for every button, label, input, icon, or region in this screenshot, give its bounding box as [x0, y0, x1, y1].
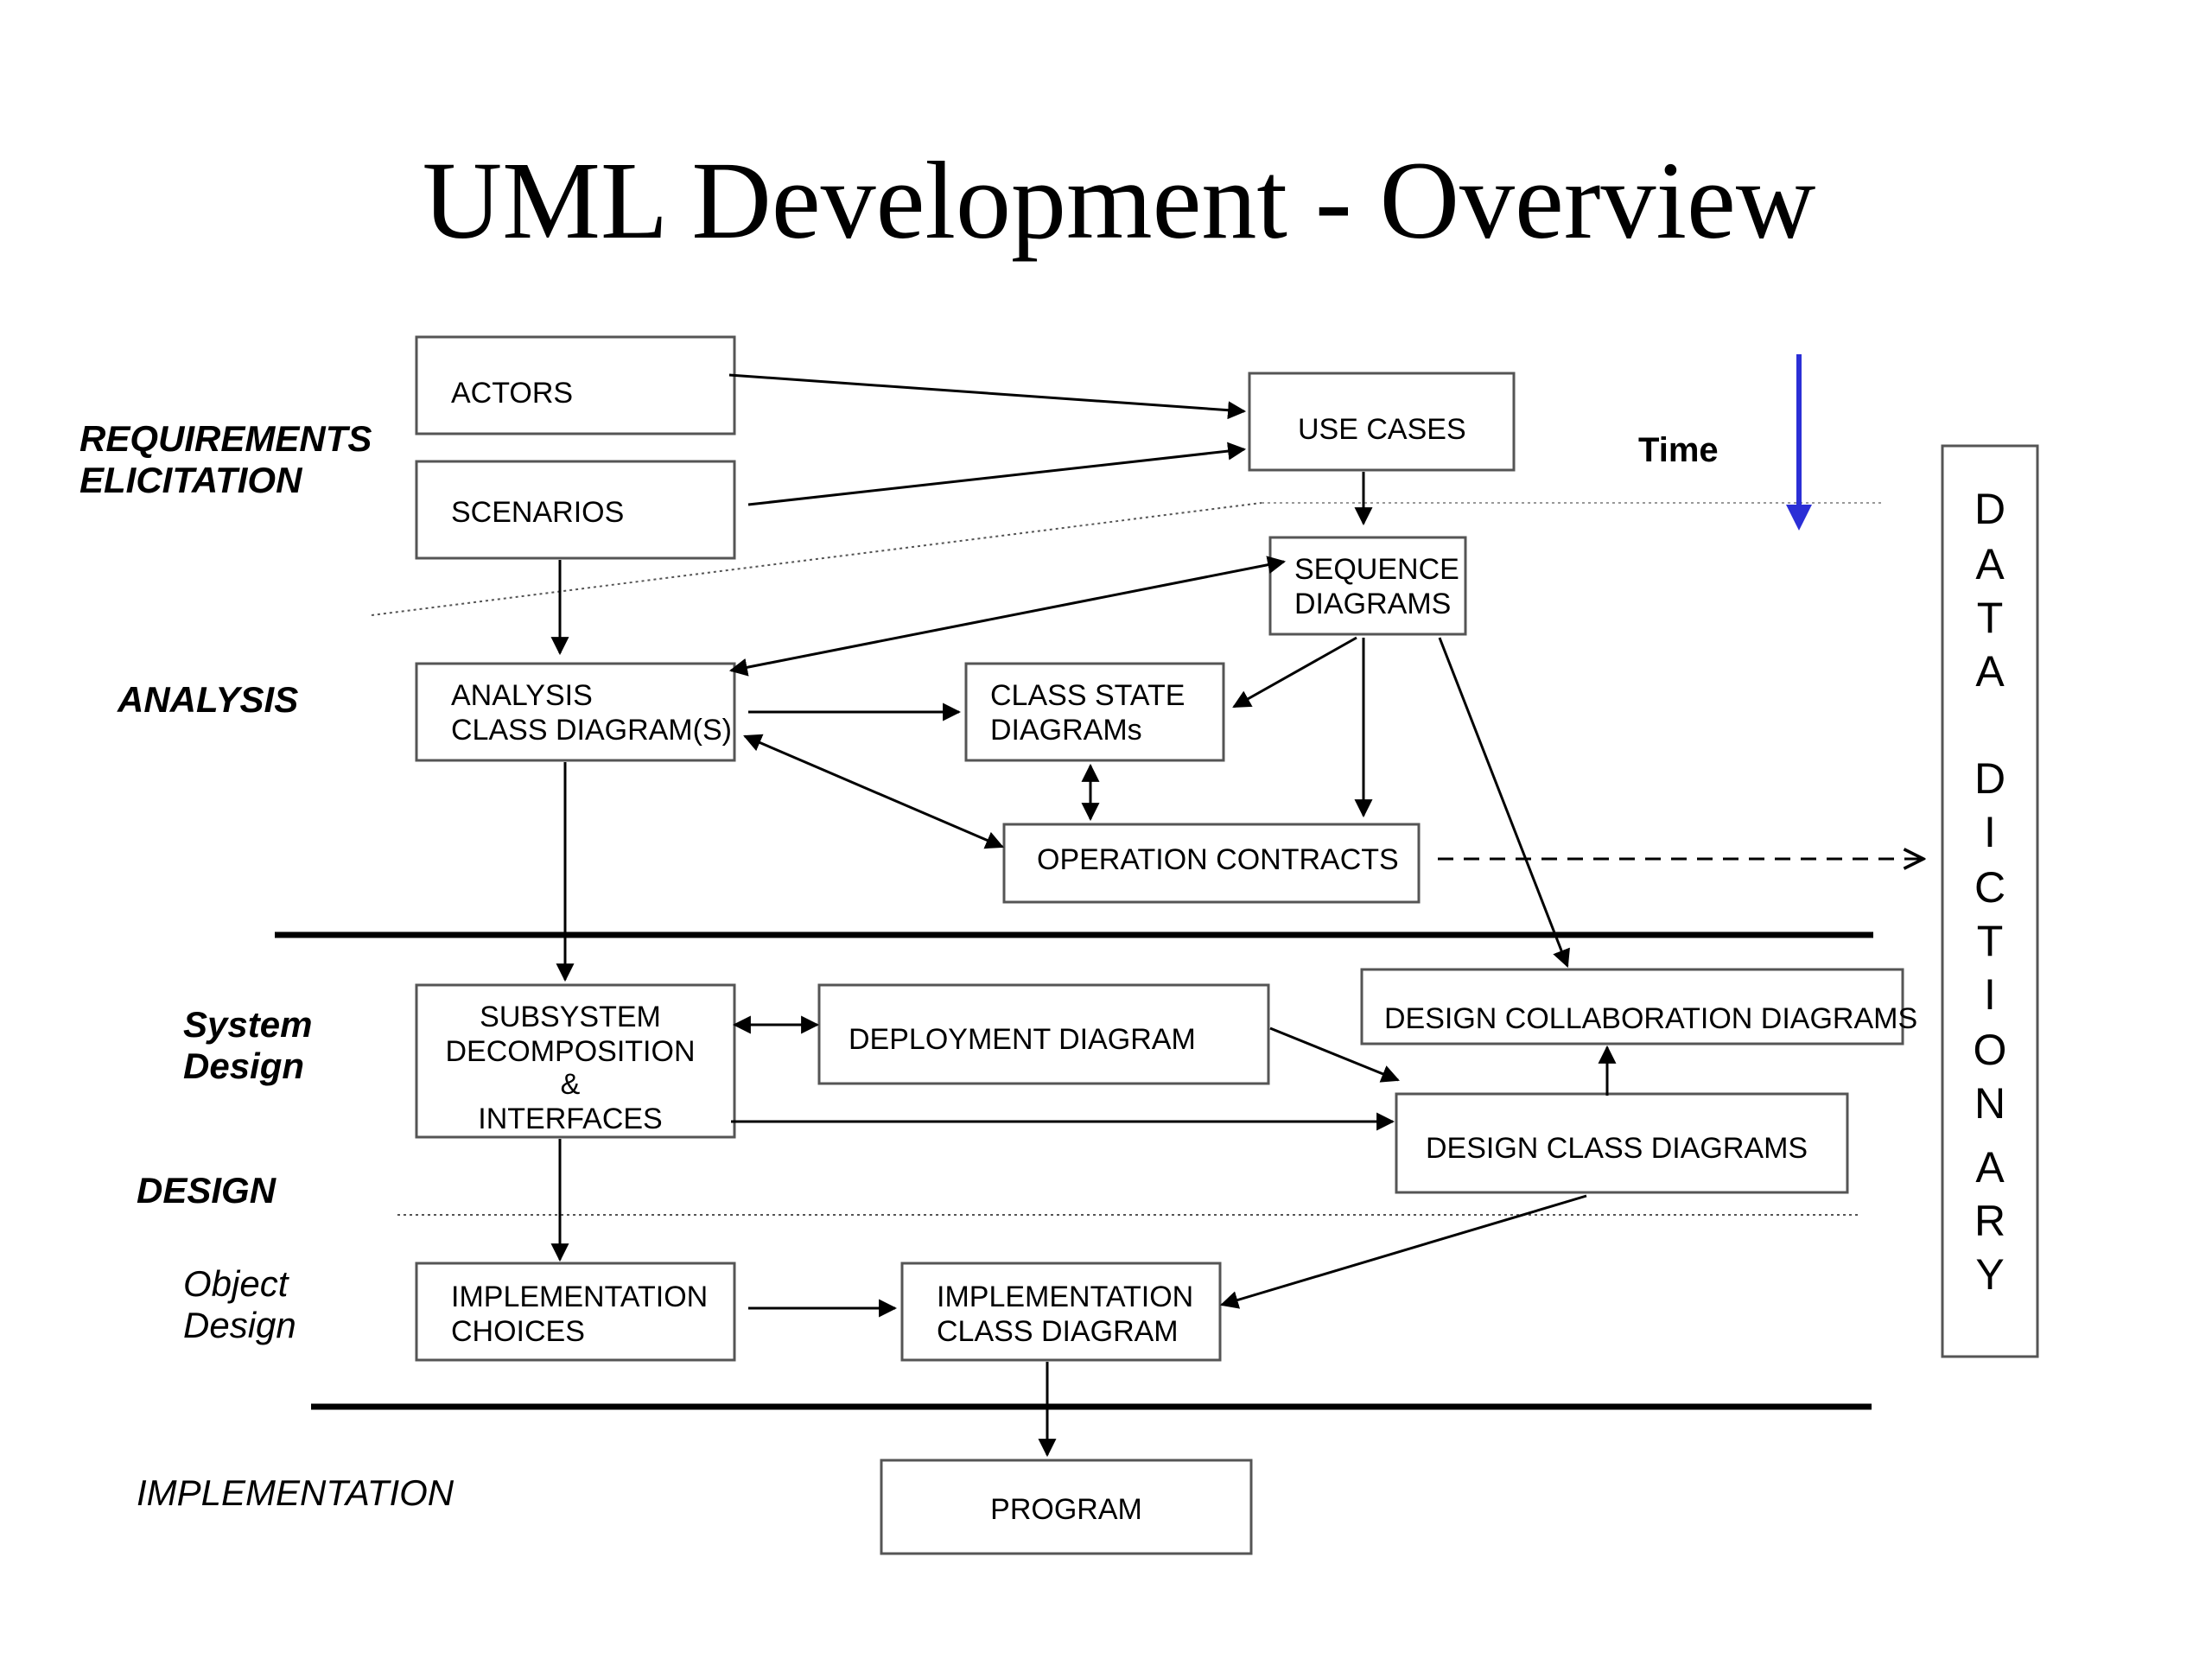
data-dictionary-letter: A [1975, 540, 2005, 588]
data-dictionary-letter: Y [1975, 1250, 2004, 1299]
program-label: PROGRAM [990, 1493, 1142, 1526]
design-class-to-implementation-class-arrow [1219, 1194, 1587, 1309]
actors-to-use-cases-arrow [728, 373, 1247, 420]
implementation-choices-box: IMPLEMENTATION CHOICES [415, 1262, 736, 1362]
use-cases-box: USE CASES [1248, 372, 1516, 472]
deployment-diagram-label: DEPLOYMENT DIAGRAM [849, 1023, 1196, 1056]
sequence-diagrams-label-2: DIAGRAMS [1294, 588, 1451, 620]
phase-label-requirements: REQUIREMENTS [79, 418, 372, 460]
data-dictionary-letter: T [1977, 917, 2004, 965]
design-collaboration-diagrams-box: DESIGN COLLABORATION DIAGRAMS [1360, 968, 1917, 1046]
data-dictionary-letter: D [1974, 485, 2005, 533]
phase-label-design: DESIGN [137, 1170, 277, 1211]
analysis-operation-contracts-arrow [743, 734, 1004, 849]
class-state-diagrams-box: CLASS STATE DIAGRAMs [964, 662, 1225, 762]
implementation-choices-label-1: IMPLEMENTATION [451, 1281, 708, 1313]
data-dictionary-letter: O [1974, 1026, 2007, 1074]
sequence-diagrams-label-1: SEQUENCE [1294, 553, 1459, 586]
design-class-label: DESIGN CLASS DIAGRAMS [1426, 1132, 1808, 1165]
data-dictionary-letter: I [1984, 970, 1996, 1019]
analysis-class-diagrams-box: ANALYSIS CLASS DIAGRAM(S) [415, 662, 736, 762]
actors-box: ACTORS [415, 335, 736, 435]
data-dictionary-letter: I [1984, 808, 1996, 856]
data-dictionary-letter: T [1977, 594, 2004, 642]
time-label: Time [1638, 431, 1719, 469]
implementation-class-label-1: IMPLEMENTATION [937, 1281, 1193, 1313]
page-title: UML Development - Overview [423, 139, 1816, 262]
deployment-to-design-class-arrow [1269, 1027, 1400, 1083]
phase-label-elicitation: ELICITATION [79, 460, 303, 500]
sequence-to-design-collaboration-arrow [1438, 637, 1570, 968]
actors-label: ACTORS [451, 377, 573, 410]
operation-contracts-box: OPERATION CONTRACTS [1002, 823, 1421, 904]
class-state-label-2: DIAGRAMs [990, 714, 1142, 747]
data-dictionary-letter: R [1974, 1197, 2005, 1245]
phase-label-object: Object [183, 1263, 290, 1304]
deployment-diagram-box: DEPLOYMENT DIAGRAM [817, 983, 1270, 1085]
data-dictionary-letter: A [1975, 1143, 2005, 1192]
subsystem-label-1: SUBSYSTEM [480, 1001, 661, 1033]
implementation-choices-label-2: CHOICES [451, 1315, 585, 1348]
data-dictionary-panel: D A T A D I C T I O N A R Y [1941, 444, 2039, 1358]
subsystem-label-3: & [561, 1068, 581, 1101]
data-dictionary-letter: A [1975, 647, 2005, 696]
data-dictionary-letter: N [1974, 1079, 2005, 1128]
subsystem-label-2: DECOMPOSITION [445, 1035, 695, 1068]
phase-label-system-design: Design [183, 1046, 304, 1086]
operation-contracts-label: OPERATION CONTRACTS [1037, 843, 1399, 876]
data-dictionary-letter: C [1974, 863, 2005, 912]
phase-label-system: System [183, 1004, 312, 1045]
use-cases-label: USE CASES [1298, 413, 1466, 446]
analysis-sequence-arrow [728, 556, 1287, 677]
scenarios-label: SCENARIOS [451, 496, 624, 529]
subsystem-label-4: INTERFACES [478, 1103, 662, 1135]
design-collaboration-label: DESIGN COLLABORATION DIAGRAMS [1384, 1002, 1917, 1035]
class-state-label-1: CLASS STATE [990, 679, 1185, 712]
sequence-diagrams-box: SEQUENCE DIAGRAMS [1268, 536, 1467, 636]
analysis-class-label-1: ANALYSIS [451, 679, 593, 712]
data-dictionary-letter: D [1974, 754, 2005, 803]
analysis-class-label-2: CLASS DIAGRAM(S) [451, 714, 732, 747]
phase-label-analysis: ANALYSIS [117, 679, 298, 720]
implementation-class-diagram-box: IMPLEMENTATION CLASS DIAGRAM [900, 1262, 1222, 1362]
design-class-diagrams-box: DESIGN CLASS DIAGRAMS [1395, 1092, 1849, 1194]
scenarios-box: SCENARIOS [415, 460, 736, 560]
phase-label-implementation: IMPLEMENTATION [137, 1472, 454, 1513]
phase-label-object-design: Design [183, 1305, 296, 1345]
subsystem-decomposition-box: SUBSYSTEM DECOMPOSITION & INTERFACES [415, 983, 736, 1139]
sequence-to-class-state-arrow [1232, 636, 1357, 709]
scenarios-to-use-cases-arrow [747, 442, 1247, 506]
implementation-class-label-2: CLASS DIAGRAM [937, 1315, 1179, 1348]
program-box: PROGRAM [880, 1459, 1253, 1555]
